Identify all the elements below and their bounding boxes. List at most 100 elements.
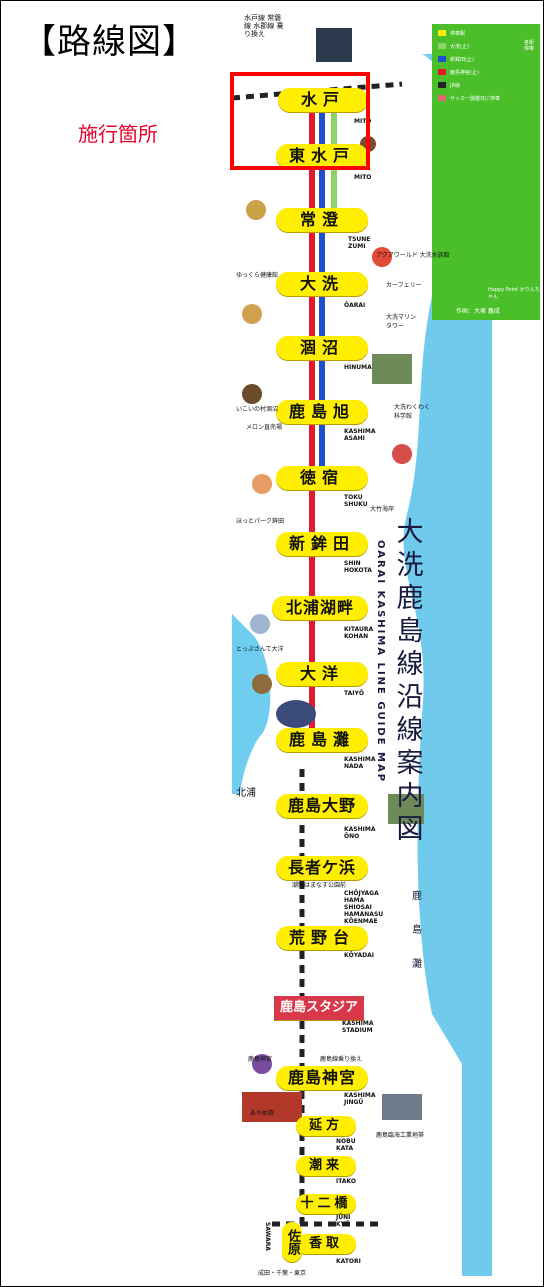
station-koyadai[interactable]: 荒野台: [276, 926, 368, 950]
station-romaji: ITAKO: [336, 1178, 356, 1185]
spot-label: アクアワールド 大洗水族館: [376, 252, 450, 259]
spot-label: 成田・千葉・東京: [258, 1270, 307, 1277]
station-mito[interactable]: 水戸: [278, 88, 368, 112]
spot-label: カーフェリー: [386, 282, 422, 289]
station-romaji: ŌARAI: [344, 302, 366, 309]
station-kitaura-kohan[interactable]: 北浦湖畔: [272, 596, 368, 620]
spot-marker: [372, 354, 412, 384]
station-romaji: KASHIMA STADIUM: [342, 1020, 374, 1034]
station-romaji: MITO: [354, 174, 372, 181]
spot-marker: [252, 1054, 272, 1074]
station-romaji: KASHIMA ŌNO: [344, 826, 376, 840]
station-romaji: TAIYŌ: [344, 690, 364, 697]
station-juni-kyo[interactable]: 十二橋: [296, 1194, 356, 1214]
legend-item: サッカー開催日に停車: [438, 93, 536, 103]
legend-swatch: [438, 56, 446, 62]
sea-label: 鹿島灘: [412, 891, 422, 970]
spot-marker: [242, 384, 262, 404]
spot-label: 大洗わくわく科学館: [394, 404, 431, 420]
legend: 停車駅 大洗(止) 新鉾田(止) 鹿島神宮(止) JR線 サッカー開催日に停車: [438, 28, 536, 106]
spot-marker: [382, 1094, 422, 1120]
station-romaji: SHIN HOKOTA: [344, 560, 372, 574]
station-romaji: HINUMA: [344, 364, 372, 371]
station-oarai[interactable]: 大洗: [276, 272, 368, 296]
station-kashima-ono[interactable]: 鹿島大野: [276, 794, 368, 818]
station-romaji: KASHIMA NADA: [344, 756, 376, 770]
station-taiyo[interactable]: 大洋: [276, 662, 368, 686]
station-romaji: TSUNE ZUMI: [348, 236, 371, 250]
illustrator-credit: 作画：大塚 義成: [456, 308, 500, 315]
legend-swatch: [438, 82, 446, 88]
spot-label: ゆっくら健康館: [236, 272, 279, 279]
station-romaji: KASHIMA JINGŪ: [344, 1092, 376, 1106]
legend-item: JR線: [438, 80, 536, 90]
station-tsunezumi[interactable]: 常澄: [276, 208, 368, 232]
transfer-note: 鹿島線乗り換え: [320, 1056, 363, 1063]
mascot-caption: Happy Point かりんちゃん: [488, 287, 540, 300]
station-romaji: JŪNI KYŌ: [336, 1214, 351, 1228]
stadium-illustration: [276, 700, 316, 728]
legend-item: 大洗(止): [438, 41, 536, 51]
legend-item: 鹿島神宮(止): [438, 67, 536, 77]
legend-swatch: [438, 69, 446, 75]
spot-marker: [392, 444, 412, 464]
construction-site-label: 施行箇所: [78, 122, 158, 146]
spot-marker: [242, 304, 262, 324]
spot-label: 大竹海岸: [370, 506, 395, 513]
spot-marker: [252, 674, 272, 694]
station-itako[interactable]: 潮来: [296, 1156, 356, 1176]
legend-panel: [432, 24, 540, 320]
legend-swatch: [438, 30, 446, 36]
station-kashima-nada[interactable]: 鹿島灘: [276, 728, 368, 752]
station-subtitle: 潮騒はまなす公園前: [292, 882, 347, 889]
station-kashima-stadium[interactable]: 鹿島スタジアム: [274, 996, 364, 1039]
spot-label: とっぷさんて大洋: [236, 646, 284, 653]
spot-label: あやめ園: [250, 1110, 275, 1117]
page-title: 【路線図】: [22, 22, 197, 62]
station-kashima-jingu[interactable]: 鹿島神宮: [276, 1066, 368, 1090]
station-chojagahama[interactable]: 長者ケ浜: [276, 856, 368, 880]
legend-label: 停車駅: [450, 30, 466, 37]
spot-marker: [372, 247, 392, 267]
spot-label: 大洗マリンタワー: [386, 314, 417, 330]
spot-label: 鹿島臨海工業地帯: [376, 1132, 425, 1139]
legend-label: 大洗(止): [450, 43, 469, 50]
station-romaji: KITAURA KOHAN: [344, 626, 374, 640]
spot-marker: [242, 1092, 302, 1122]
station-romaji: KŌYADAI: [344, 952, 375, 959]
spot-marker: [252, 474, 272, 494]
station-romaji: CHŌJYAGA HAMA SHIOSAI HAMANASU KŌENMAE: [344, 890, 384, 925]
spot-label: メロン直売場: [246, 424, 283, 431]
station-romaji: NOBU KATA: [336, 1138, 356, 1152]
station-nobukata[interactable]: 延方: [296, 1116, 356, 1136]
legend-label: サッカー開催日に停車: [450, 95, 501, 102]
station-romaji: MITO: [354, 118, 372, 125]
construction-highlight-box: [230, 72, 370, 170]
lake-shape: [232, 614, 271, 794]
station-romaji: TOKU SHUKU: [344, 494, 368, 508]
station-katori[interactable]: 香取: [296, 1234, 356, 1254]
station-hinuma[interactable]: 涸沼: [276, 336, 368, 360]
station-romaji: SAWARA: [264, 1222, 271, 1251]
mito-castle-illustration: [316, 28, 352, 62]
transfer-lines-label: 水戸線 常磐線 水郡線 乗り換え: [244, 14, 284, 38]
station-shin-hokota[interactable]: 新鉾田: [276, 532, 368, 556]
legend-item: 新鉾田(止): [438, 54, 536, 64]
station-tokushuku[interactable]: 徳宿: [276, 466, 368, 490]
spot-marker: [388, 794, 424, 824]
guide-map-english: OARAI KASHIMA LINE GUIDE MAP: [375, 540, 386, 784]
station-kashima-asahi[interactable]: 鹿島旭: [276, 400, 368, 424]
station-romaji: KATORI: [336, 1258, 361, 1265]
station-higashi-mito[interactable]: 東水戸: [276, 144, 368, 168]
legend-side-label: 各駅停車: [524, 40, 535, 52]
station-sawara[interactable]: 佐原: [282, 1222, 302, 1262]
legend-label: JR線: [450, 82, 460, 89]
spot-marker: [246, 200, 266, 220]
spot-label: 鹿島神宮: [248, 1056, 273, 1063]
sea-shape: [403, 54, 492, 1276]
spot-label: ほっとパーク鉾田: [236, 518, 285, 525]
legend-swatch: [438, 95, 446, 101]
spot-label: いこいの村涸沼: [236, 406, 279, 413]
spot-marker: [250, 614, 270, 634]
spot-label: 北浦: [236, 788, 256, 799]
